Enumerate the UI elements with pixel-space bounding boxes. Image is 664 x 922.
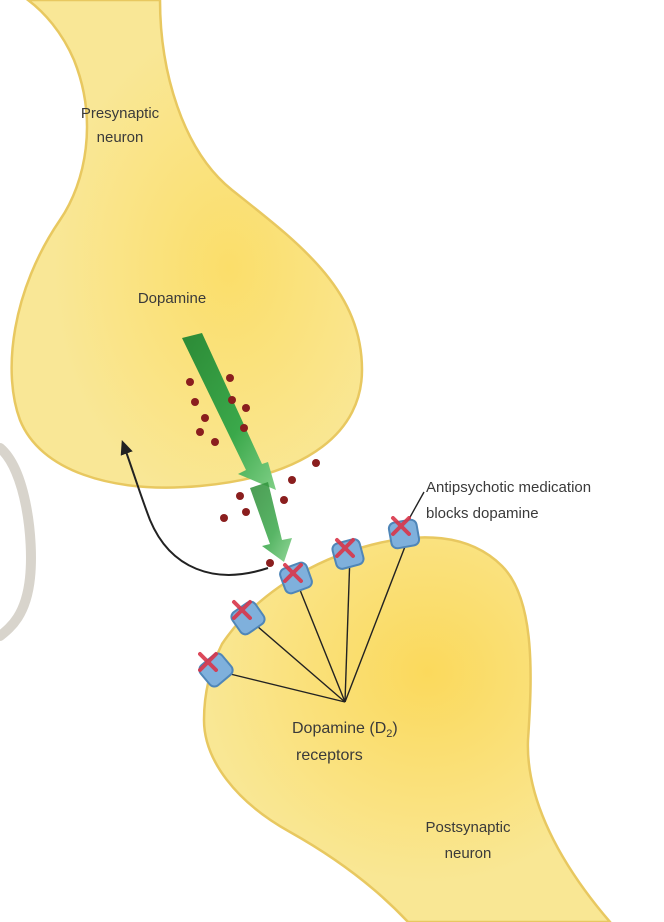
dopamine-dot	[280, 496, 288, 504]
dopamine-dot	[312, 459, 320, 467]
receptors-label-line2: receptors	[296, 747, 363, 764]
receptors-label-close: )	[392, 720, 397, 737]
dopamine-dot	[236, 492, 244, 500]
dopamine-dot	[196, 428, 204, 436]
presynaptic-label-line2: neuron	[97, 129, 144, 146]
dopamine-dot	[186, 378, 194, 386]
postsynaptic-label-line1: Postsynaptic	[425, 819, 511, 836]
dopamine-dot	[242, 404, 250, 412]
dopamine-dot	[226, 374, 234, 382]
postsynaptic-neuron	[204, 537, 610, 922]
dopamine-dot	[266, 559, 274, 567]
receptors-label-main: Dopamine (D	[292, 720, 386, 737]
adjacent-cell-edge	[0, 448, 31, 636]
dopamine-dot	[220, 514, 228, 522]
dopamine-dot	[201, 414, 209, 422]
presynaptic-label-line1: Presynaptic	[81, 105, 160, 122]
presynaptic-neuron	[12, 0, 362, 488]
dopamine-dot	[240, 424, 248, 432]
dopamine-dot	[242, 508, 250, 516]
dopamine-dot	[211, 438, 219, 446]
antipsychotic-label-line1: Antipsychotic medication	[426, 479, 591, 496]
dopamine-dot	[191, 398, 199, 406]
dopamine-dot	[228, 396, 236, 404]
dopamine-dot	[288, 476, 296, 484]
postsynaptic-label-line2: neuron	[445, 845, 492, 862]
antipsychotic-label-line2: blocks dopamine	[426, 505, 539, 522]
dopamine-label: Dopamine	[138, 290, 206, 307]
